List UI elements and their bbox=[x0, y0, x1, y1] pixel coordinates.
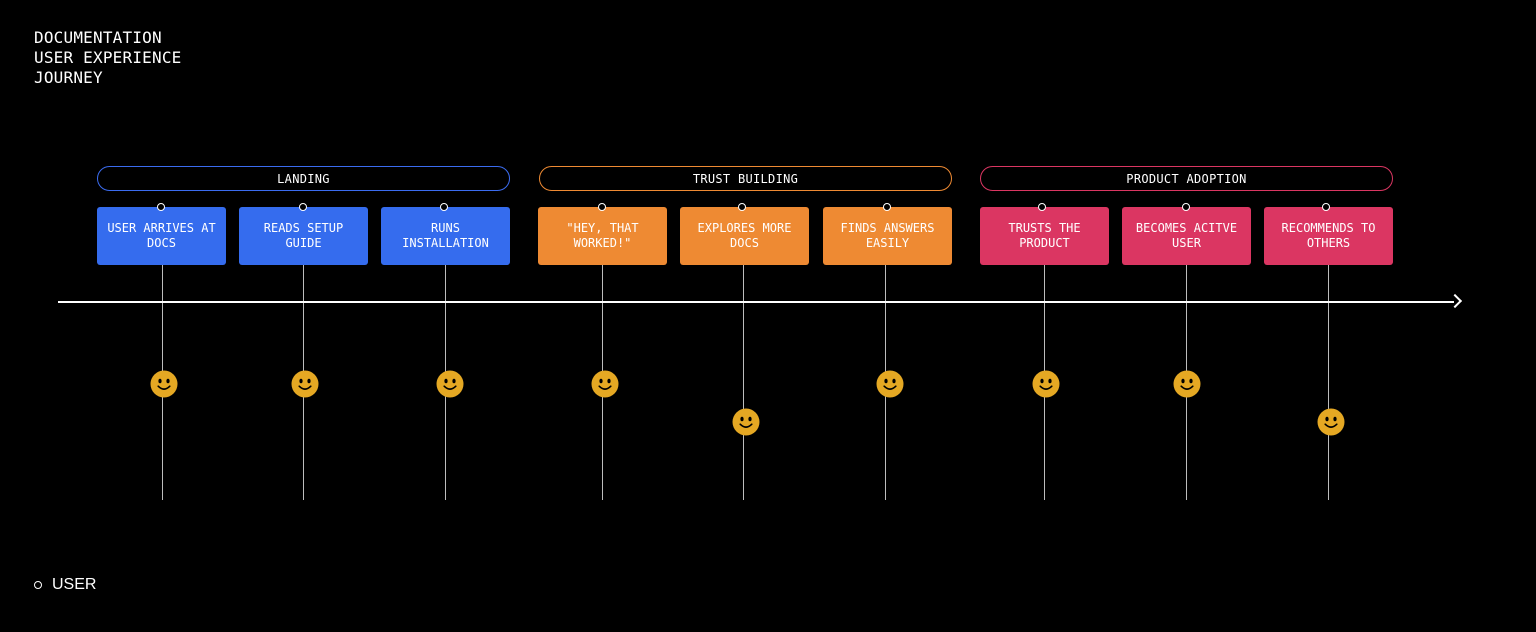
connector-dot bbox=[157, 203, 165, 211]
timeline-axis bbox=[58, 301, 1454, 303]
stage-label: EXPLORES MORE DOCS bbox=[697, 221, 792, 250]
stage-card: EXPLORES MORE DOCS bbox=[680, 207, 809, 265]
smiley-face-icon bbox=[1032, 370, 1060, 398]
stage-label: RUNS INSTALLATION bbox=[402, 221, 489, 250]
phase-landing: LANDING bbox=[97, 166, 510, 191]
legend: USER bbox=[34, 576, 96, 594]
stage-label: "HEY, THAT WORKED!" bbox=[566, 221, 639, 250]
connector-dot bbox=[299, 203, 307, 211]
stage-label: TRUSTS THE PRODUCT bbox=[1008, 221, 1081, 250]
connector-dot bbox=[440, 203, 448, 211]
stage-label: RECOMMENDS TO OTHERS bbox=[1281, 221, 1376, 250]
stage-card: "HEY, THAT WORKED!" bbox=[538, 207, 667, 265]
legend-label: USER bbox=[52, 576, 97, 593]
smiley-face-icon bbox=[1173, 370, 1201, 398]
page-title: DOCUMENTATION USER EXPERIENCE JOURNEY bbox=[34, 28, 182, 88]
title-line: DOCUMENTATION bbox=[34, 28, 162, 47]
stage-card: READS SETUP GUIDE bbox=[239, 207, 368, 265]
connector-dot bbox=[1038, 203, 1046, 211]
stage-card: BECOMES ACITVE USER bbox=[1122, 207, 1251, 265]
stage-label: BECOMES ACITVE USER bbox=[1135, 221, 1238, 250]
stage-label: USER ARRIVES AT DOCS bbox=[107, 221, 216, 250]
stage-card: RUNS INSTALLATION bbox=[381, 207, 510, 265]
stage-line bbox=[743, 265, 744, 500]
connector-dot bbox=[1182, 203, 1190, 211]
stage-card: TRUSTS THE PRODUCT bbox=[980, 207, 1109, 265]
title-line: USER EXPERIENCE bbox=[34, 48, 182, 67]
phase-trust-building: TRUST BUILDING bbox=[539, 166, 952, 191]
connector-dot bbox=[598, 203, 606, 211]
smiley-face-icon bbox=[291, 370, 319, 398]
phase-product-adoption: PRODUCT ADOPTION bbox=[980, 166, 1393, 191]
smiley-face-icon bbox=[591, 370, 619, 398]
connector-dot bbox=[1322, 203, 1330, 211]
stage-label: READS SETUP GUIDE bbox=[263, 221, 344, 250]
stage-card: USER ARRIVES AT DOCS bbox=[97, 207, 226, 265]
stage-line bbox=[1328, 265, 1329, 500]
smiley-face-icon bbox=[436, 370, 464, 398]
smiley-face-icon bbox=[876, 370, 904, 398]
stage-card: FINDS ANSWERS EASILY bbox=[823, 207, 952, 265]
timeline-arrow-icon bbox=[1447, 293, 1463, 309]
smiley-face-icon bbox=[150, 370, 178, 398]
legend-circle-icon bbox=[34, 581, 42, 589]
stage-label: FINDS ANSWERS EASILY bbox=[840, 221, 935, 250]
smiley-face-icon bbox=[1317, 408, 1345, 436]
connector-dot bbox=[738, 203, 746, 211]
smiley-face-icon bbox=[732, 408, 760, 436]
connector-dot bbox=[883, 203, 891, 211]
title-line: JOURNEY bbox=[34, 68, 103, 87]
stage-card: RECOMMENDS TO OTHERS bbox=[1264, 207, 1393, 265]
